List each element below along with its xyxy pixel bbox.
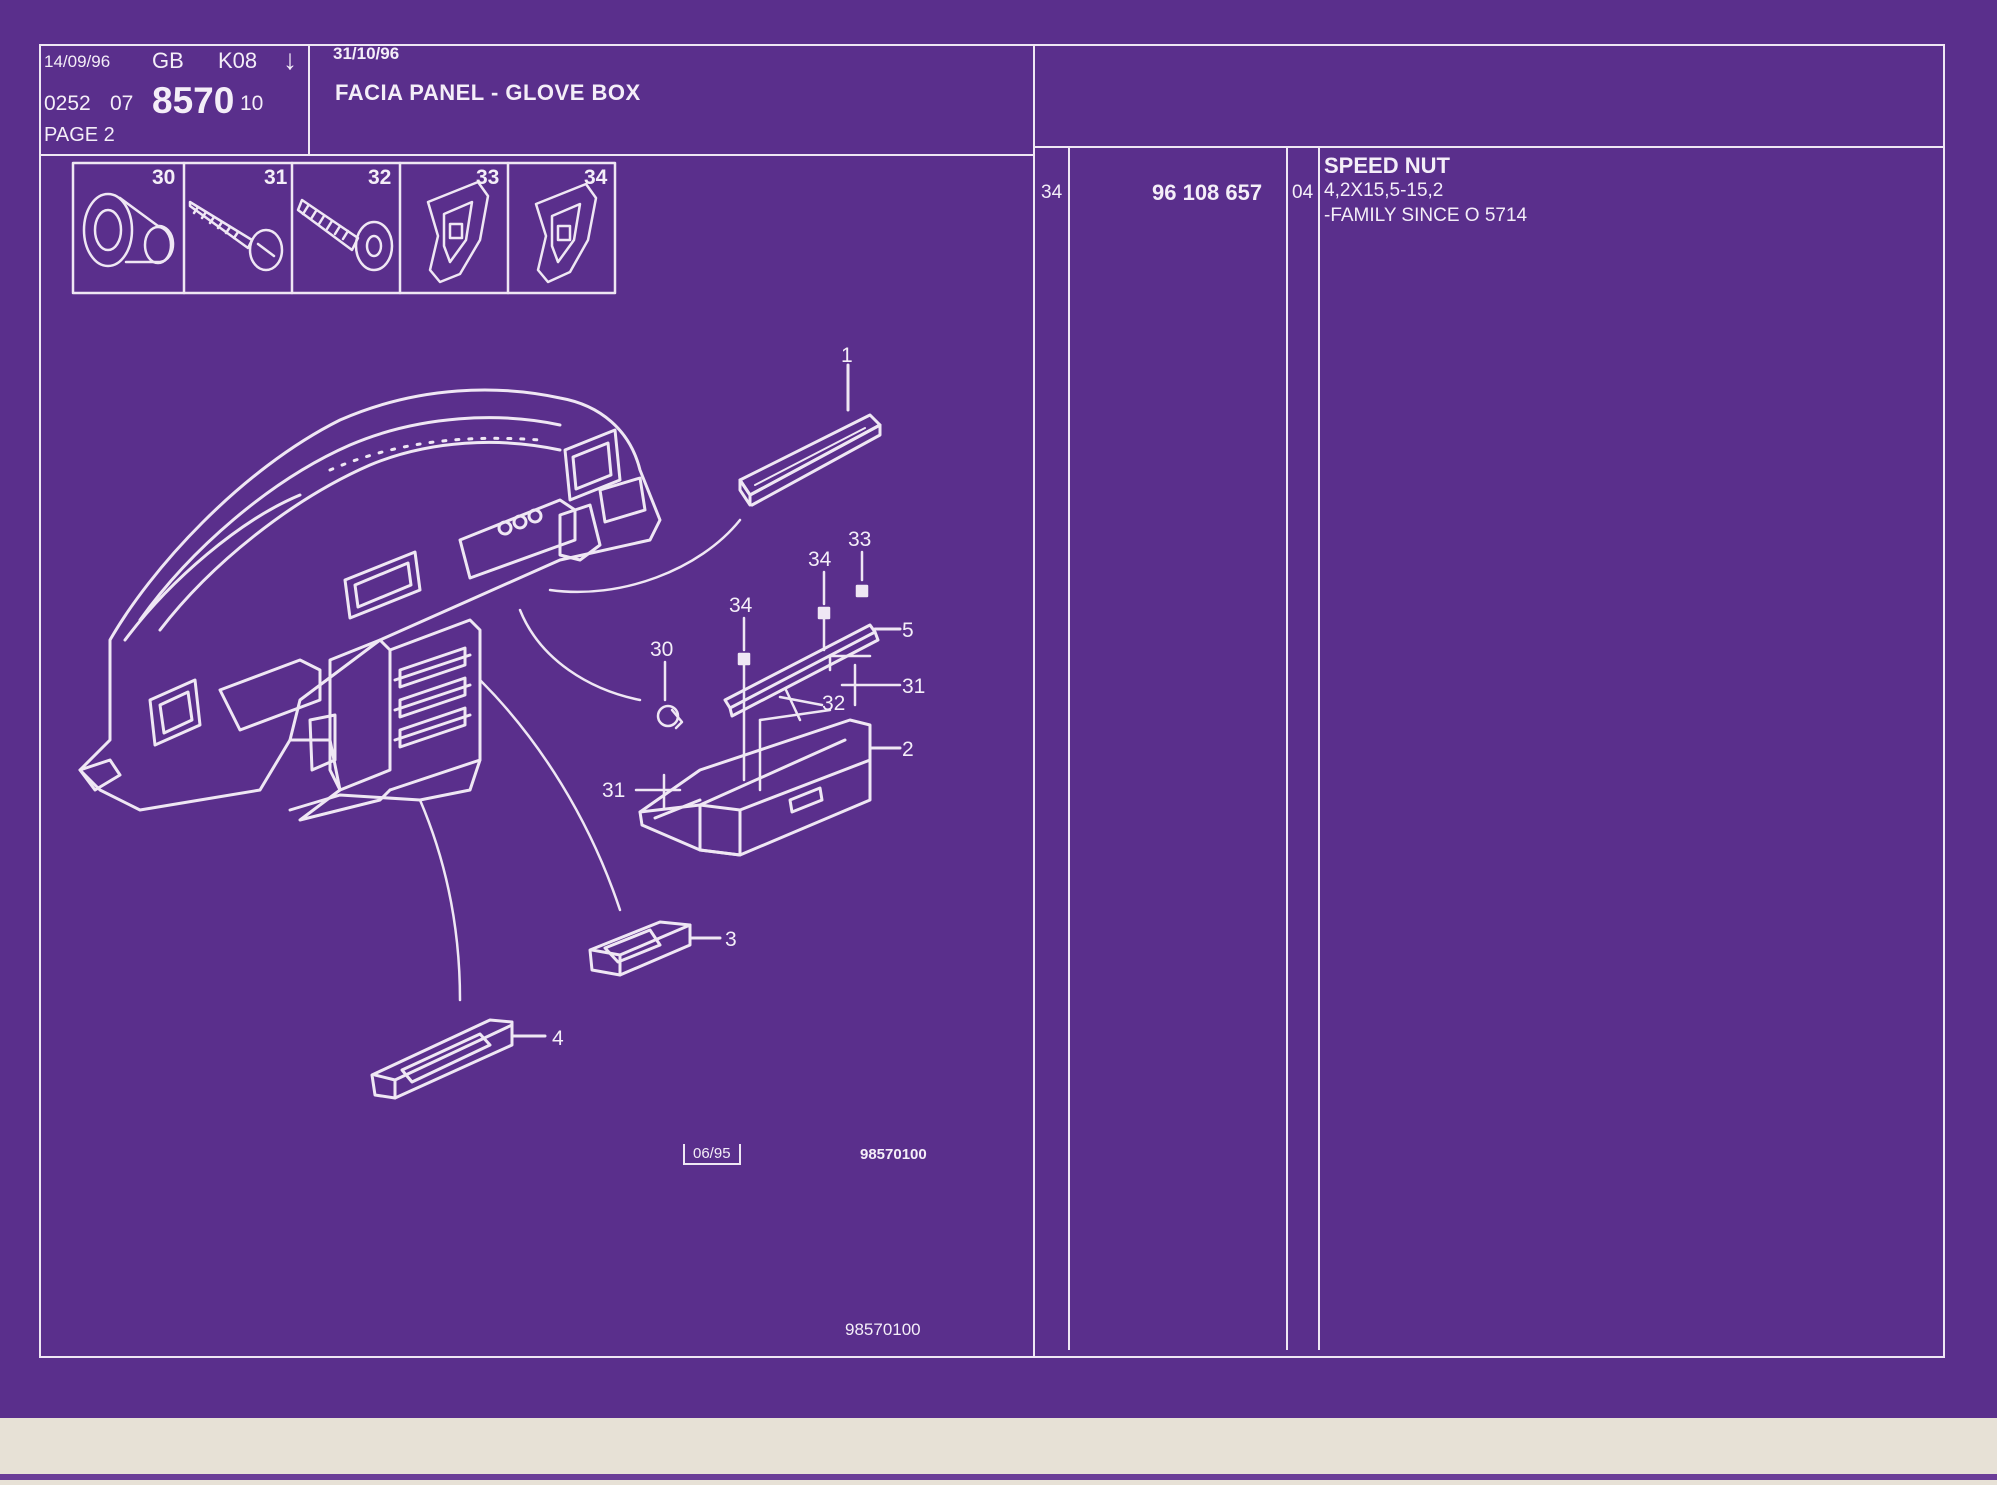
part-1-vent [738, 363, 882, 507]
part-5-rail [723, 623, 902, 718]
callout-1: 1 [841, 344, 853, 367]
air-ducts [418, 518, 742, 1002]
callout-4: 4 [552, 1027, 564, 1050]
down-arrow-icon: ↓ [283, 44, 297, 75]
ref-index: 10 [240, 92, 264, 115]
row-dimensions: 4,2X15,5-15,2 [1324, 180, 1444, 201]
thumbnail-number-30: 30 [152, 166, 175, 189]
fastener-33 [855, 550, 869, 598]
thumbnail-number-31: 31 [264, 166, 288, 189]
part-4-vent [370, 1018, 547, 1100]
callout-2: 2 [902, 738, 914, 761]
row-index: 34 [1041, 182, 1063, 203]
table-col-3 [1318, 146, 1320, 1350]
thumbnail-number-32: 32 [368, 166, 391, 189]
callout-31-left: 31 [602, 779, 625, 802]
callout-31-right: 31 [902, 675, 925, 698]
callout-3: 3 [725, 928, 737, 951]
speed-nut-cap-icon [82, 192, 175, 268]
ref-sub: 07 [110, 92, 134, 115]
header-bottom-left [39, 154, 1035, 156]
fastener-32 [758, 688, 832, 792]
row-part-name: SPEED NUT [1324, 153, 1450, 178]
row-variant: 04 [1292, 182, 1314, 203]
table-col-2 [1286, 146, 1288, 1350]
thumbnail-number-33: 33 [476, 166, 499, 189]
ref-group: 0252 [44, 92, 91, 115]
thumbnail-strip [71, 161, 617, 295]
table-col-1 [1068, 146, 1070, 1350]
callout-33: 33 [848, 528, 871, 551]
callout-32: 32 [822, 692, 845, 715]
thumbnail-number-34: 34 [584, 166, 608, 189]
page-label: PAGE 2 [44, 124, 115, 146]
callout-5: 5 [902, 619, 914, 642]
facia-panel [78, 388, 662, 822]
fastener-31-right [828, 654, 902, 707]
drawing-reference: 98570100 [860, 1146, 927, 1163]
fastener-34-right [817, 570, 831, 652]
frame-reference: 98570100 [845, 1320, 921, 1339]
page-title: FACIA PANEL - GLOVE BOX [335, 80, 641, 105]
row-family: -FAMILY SINCE O 5714 [1324, 205, 1528, 226]
fastener-30 [656, 660, 684, 730]
machine-screw-icon [296, 198, 394, 272]
part-3-vent [588, 920, 722, 977]
clip-nut-icon-33 [426, 180, 490, 284]
self-tapping-screw-icon [188, 200, 284, 272]
fastener-34-left [737, 616, 751, 782]
bottom-strip [0, 1474, 1997, 1480]
clip-nut-icon-34 [534, 182, 598, 284]
print-date: 14/09/96 [44, 52, 111, 71]
drawing-date: 06/95 [683, 1144, 741, 1165]
fastener-31-left [634, 773, 682, 810]
page-frame [39, 44, 1945, 1358]
header-divider-left [308, 44, 310, 156]
update-date: 31/10/96 [333, 44, 400, 63]
language-code: GB [152, 48, 184, 73]
part-2-glove-box [638, 718, 902, 857]
row-part-number: 96 108 657 [1152, 180, 1263, 205]
callout-30: 30 [650, 638, 673, 661]
header-bottom-right [1033, 146, 1945, 148]
main-divider [1033, 44, 1035, 1358]
callout-34-right: 34 [808, 548, 832, 571]
callout-34-left: 34 [729, 594, 753, 617]
catalogue-code: K08 [218, 48, 258, 73]
ref-plate: 8570 [152, 80, 235, 121]
